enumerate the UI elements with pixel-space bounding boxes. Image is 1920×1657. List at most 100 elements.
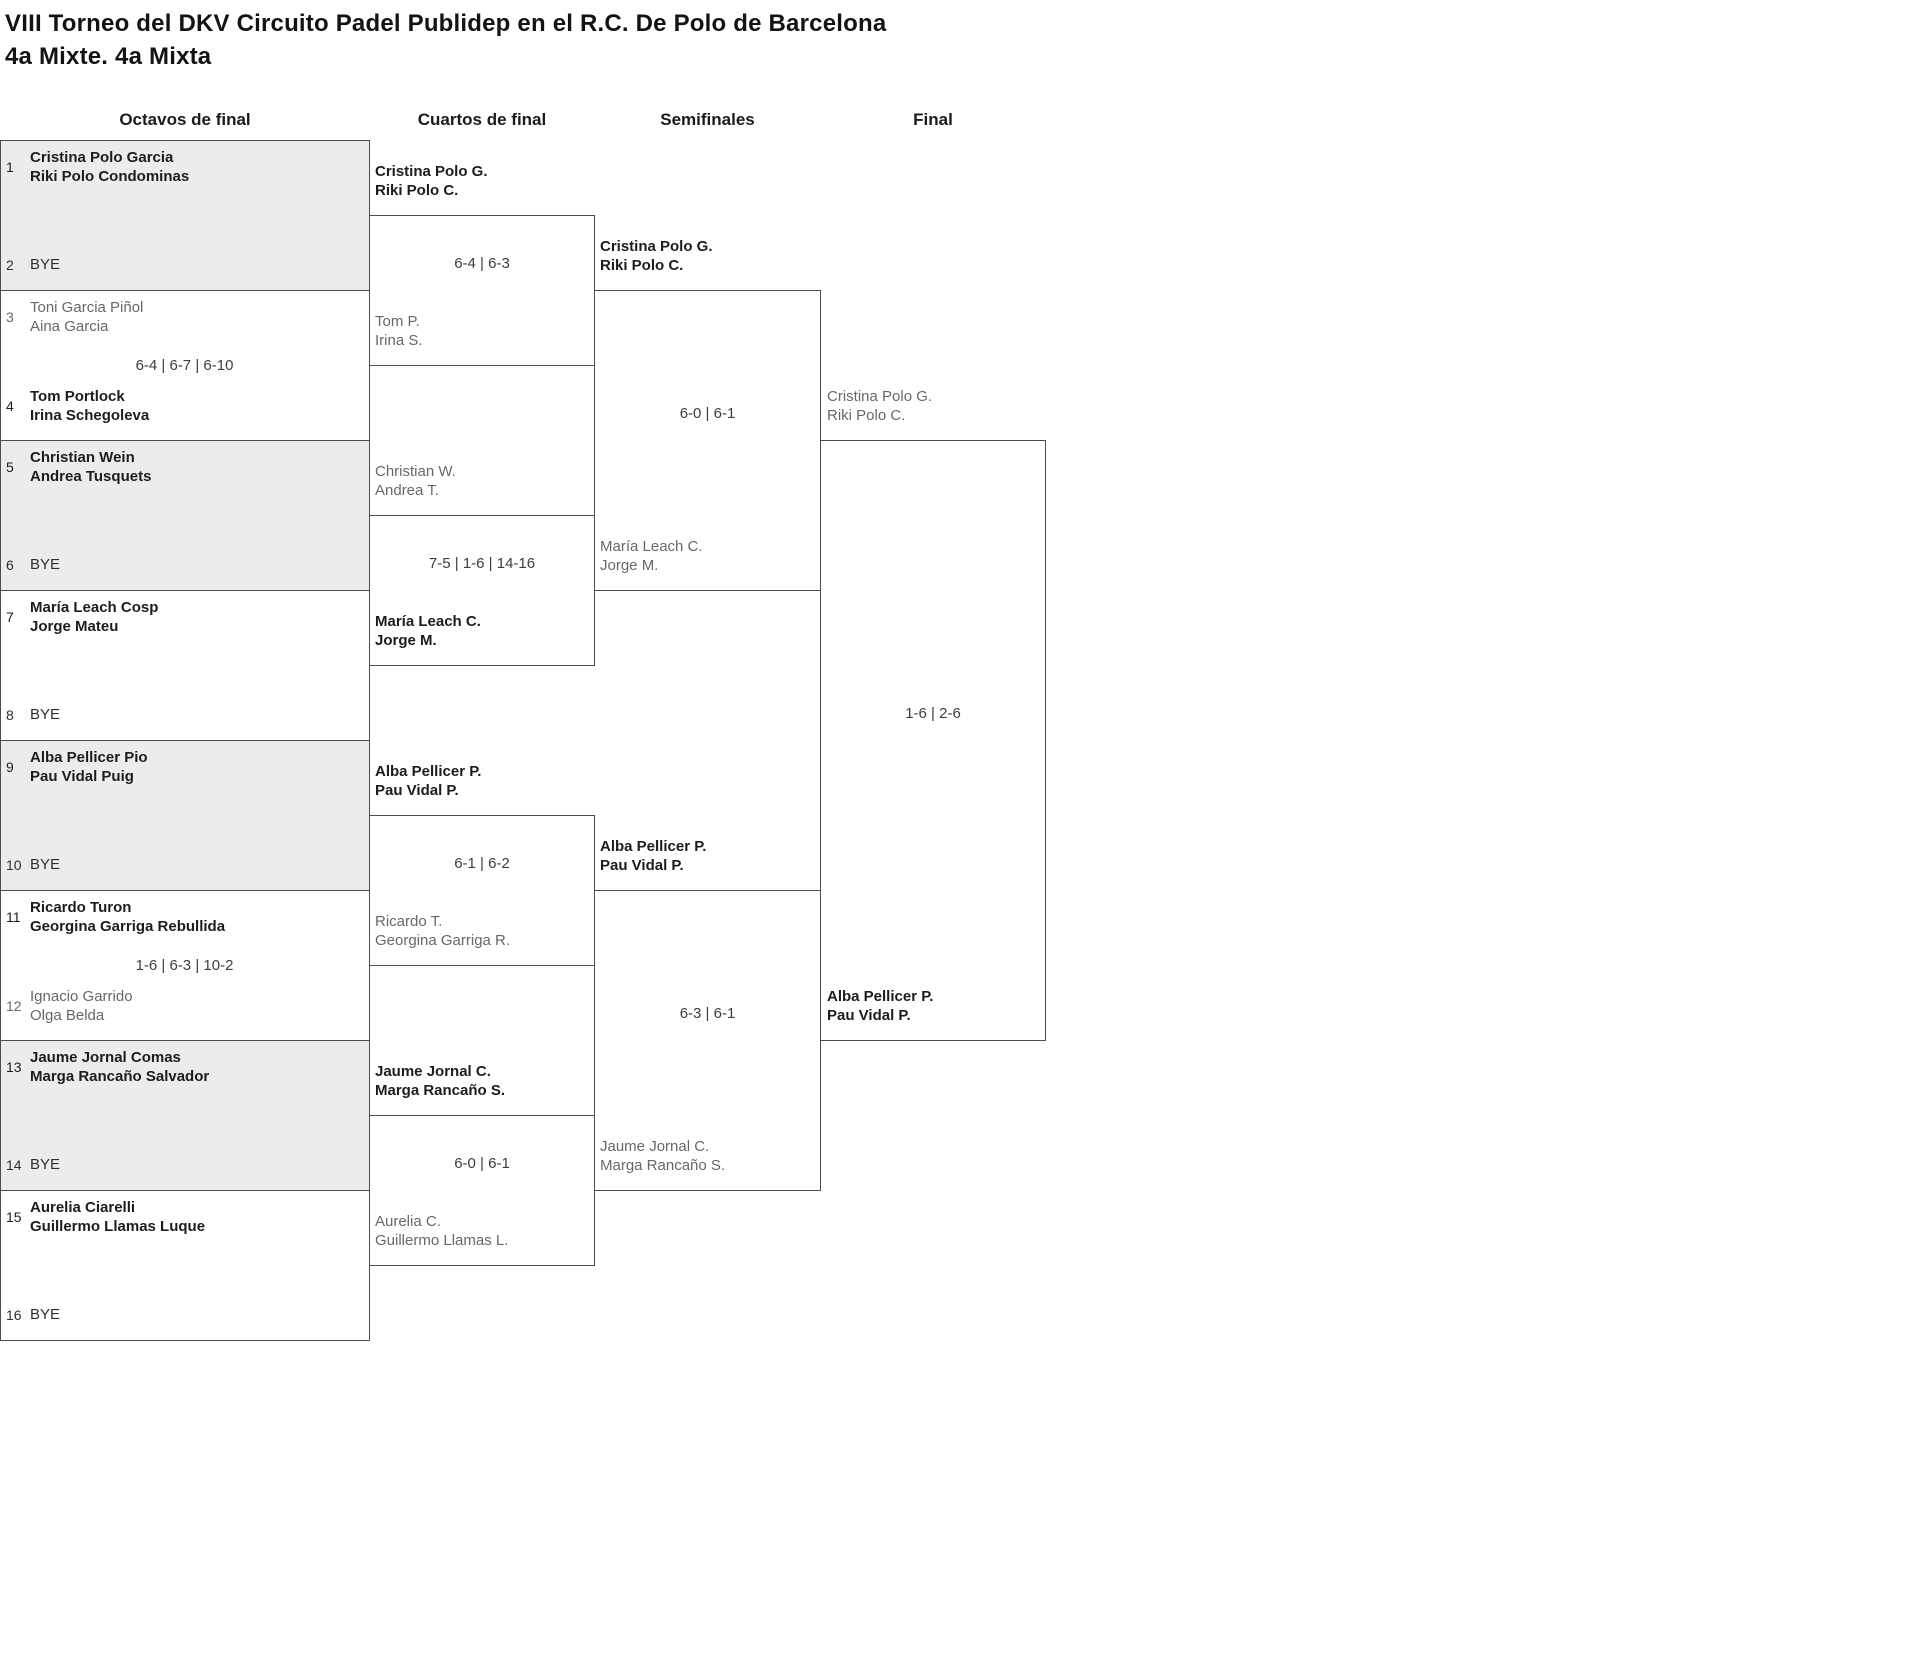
team-name-line: Ignacio Garrido bbox=[30, 988, 133, 1005]
r16-match-score: 1-6 | 6-3 | 10-2 bbox=[135, 957, 234, 974]
team-names: Jaume Jornal C.Marga Rancaño S. bbox=[600, 1137, 725, 1175]
qf-team-top: Christian W.Andrea T. bbox=[375, 462, 590, 500]
team-name-line: Marga Rancaño Salvador bbox=[30, 1068, 210, 1085]
team-name-line: Jorge Mateu bbox=[30, 618, 119, 635]
seed-number: 12 bbox=[6, 998, 22, 1014]
team-name-line: Alba Pellicer P. bbox=[827, 988, 934, 1005]
round-header-cuartos: Cuartos de final bbox=[417, 110, 547, 129]
final-match-box bbox=[820, 440, 1046, 1041]
r16-match-box-5 bbox=[0, 740, 370, 891]
page-title: VIII Torneo del DKV Circuito Padel Publi… bbox=[5, 7, 886, 73]
r16-match-box-1 bbox=[0, 140, 370, 291]
sf-team-bottom: María Leach C.Jorge M. bbox=[600, 537, 816, 575]
team-name-line: Jaume Jornal C. bbox=[375, 1063, 491, 1080]
team-name-line: Jorge M. bbox=[375, 632, 437, 649]
team-name-line: Irina S. bbox=[375, 332, 423, 349]
team-name-line: Toni Garcia Piñol bbox=[30, 299, 144, 316]
r16-team-bottom: 14 BYE bbox=[0, 1155, 365, 1174]
team-name-line: Pau Vidal P. bbox=[375, 782, 459, 799]
qf-team-bottom: María Leach C. Jorge M. bbox=[375, 612, 590, 650]
quarterfinal-match-box-1 bbox=[369, 215, 595, 366]
team-names: María Leach C. Jorge M. bbox=[375, 612, 481, 650]
qf-match-score: 6-1 | 6-2 bbox=[454, 855, 510, 872]
team-names: Tom P.Irina S. bbox=[375, 312, 423, 350]
team-name-line: BYE bbox=[30, 256, 61, 273]
title-line-1: VIII Torneo del DKV Circuito Padel Publi… bbox=[5, 10, 887, 37]
team-name-line: Riki Polo C. bbox=[375, 182, 459, 199]
sf-team-top: Alba Pellicer P.Pau Vidal P. bbox=[600, 837, 816, 875]
team-name-line: Riki Polo C. bbox=[600, 257, 684, 274]
seed-number: 11 bbox=[6, 909, 21, 925]
qf-team-top: Cristina Polo G. Riki Polo C. bbox=[375, 162, 590, 200]
r16-match-score: 6-4 | 6-7 | 6-10 bbox=[135, 357, 234, 374]
team-name-line: Aurelia Ciarelli bbox=[30, 1199, 136, 1216]
team-names: Alba Pellicer P.Pau Vidal P. bbox=[827, 987, 933, 1025]
seed-number: 4 bbox=[6, 398, 14, 414]
team-names: Christian W.Andrea T. bbox=[375, 462, 456, 500]
seed-number: 10 bbox=[6, 856, 22, 873]
team-name-line: María Leach C. bbox=[375, 613, 481, 630]
team-name-line: Riki Polo Condominas bbox=[30, 168, 190, 185]
team-names: Alba Pellicer P.Pau Vidal P. bbox=[375, 762, 481, 800]
team-names: Jaume Jornal C. Marga Rancaño S. bbox=[375, 1062, 505, 1100]
qf-match-score: 6-4 | 6-3 bbox=[454, 255, 510, 272]
team-name-line: BYE bbox=[30, 706, 61, 723]
team-names: BYE bbox=[30, 855, 60, 874]
team-name-line: Cristina Polo G. bbox=[375, 163, 488, 180]
seed-number: 15 bbox=[6, 1209, 22, 1225]
team-name-line: BYE bbox=[30, 556, 61, 573]
team-names: BYE bbox=[30, 255, 60, 274]
team-name-line: Christian W. bbox=[375, 463, 456, 480]
team-name-line: Ricardo Turon bbox=[30, 899, 132, 916]
team-name-line: Pau Vidal Puig bbox=[30, 768, 134, 785]
team-name-line: Aurelia C. bbox=[375, 1213, 441, 1230]
team-names: Aurelia C.Guillermo Llamas L. bbox=[375, 1212, 508, 1250]
team-name-line: Aina Garcia bbox=[30, 318, 109, 335]
team-name-line: Marga Rancaño S. bbox=[375, 1082, 506, 1099]
seed-number: 9 bbox=[6, 759, 14, 775]
team-name-line: Cristina Polo G. bbox=[827, 388, 933, 405]
r16-team-bottom: 10 BYE bbox=[0, 855, 365, 874]
team-name-line: Guillermo Llamas Luque bbox=[30, 1218, 206, 1235]
final-team-bottom: Alba Pellicer P.Pau Vidal P. bbox=[827, 987, 1042, 1025]
r16-match-box-7 bbox=[0, 1040, 370, 1191]
seed-number: 7 bbox=[6, 609, 14, 625]
seed-number: 5 bbox=[6, 459, 14, 475]
quarterfinal-match-box-2 bbox=[369, 515, 595, 666]
team-name-line: María Leach C. bbox=[600, 538, 703, 555]
seed-number: 16 bbox=[6, 1306, 22, 1323]
team-name-line: BYE bbox=[30, 1156, 61, 1173]
qf-team-bottom: Tom P.Irina S. bbox=[375, 312, 590, 350]
team-name-line: Alba Pellicer Pio bbox=[30, 749, 148, 766]
team-names: Cristina Polo G. Riki Polo C. bbox=[375, 162, 488, 200]
team-names: BYE bbox=[30, 1155, 60, 1174]
title-line-2: 4a Mixte. 4a Mixta bbox=[5, 43, 212, 70]
team-names: BYE bbox=[30, 555, 60, 574]
team-names: Alba Pellicer P.Pau Vidal P. bbox=[600, 837, 706, 875]
team-name-line: Tom Portlock bbox=[30, 388, 125, 405]
team-name-line: Ricardo T. bbox=[375, 913, 443, 930]
semifinal-match-box-2 bbox=[594, 890, 821, 1191]
round-header-octavos: Octavos de final bbox=[119, 110, 251, 129]
team-names: María Leach C.Jorge M. bbox=[600, 537, 703, 575]
final-match-score: 1-6 | 2-6 bbox=[905, 705, 961, 722]
seed-number: 14 bbox=[6, 1156, 22, 1173]
sf-match-score: 6-3 | 6-1 bbox=[679, 1005, 736, 1022]
r16-match-box-4 bbox=[0, 590, 370, 741]
round-header-final: Final bbox=[913, 110, 953, 129]
team-name-line: Cristina Polo Garcia bbox=[30, 149, 174, 166]
